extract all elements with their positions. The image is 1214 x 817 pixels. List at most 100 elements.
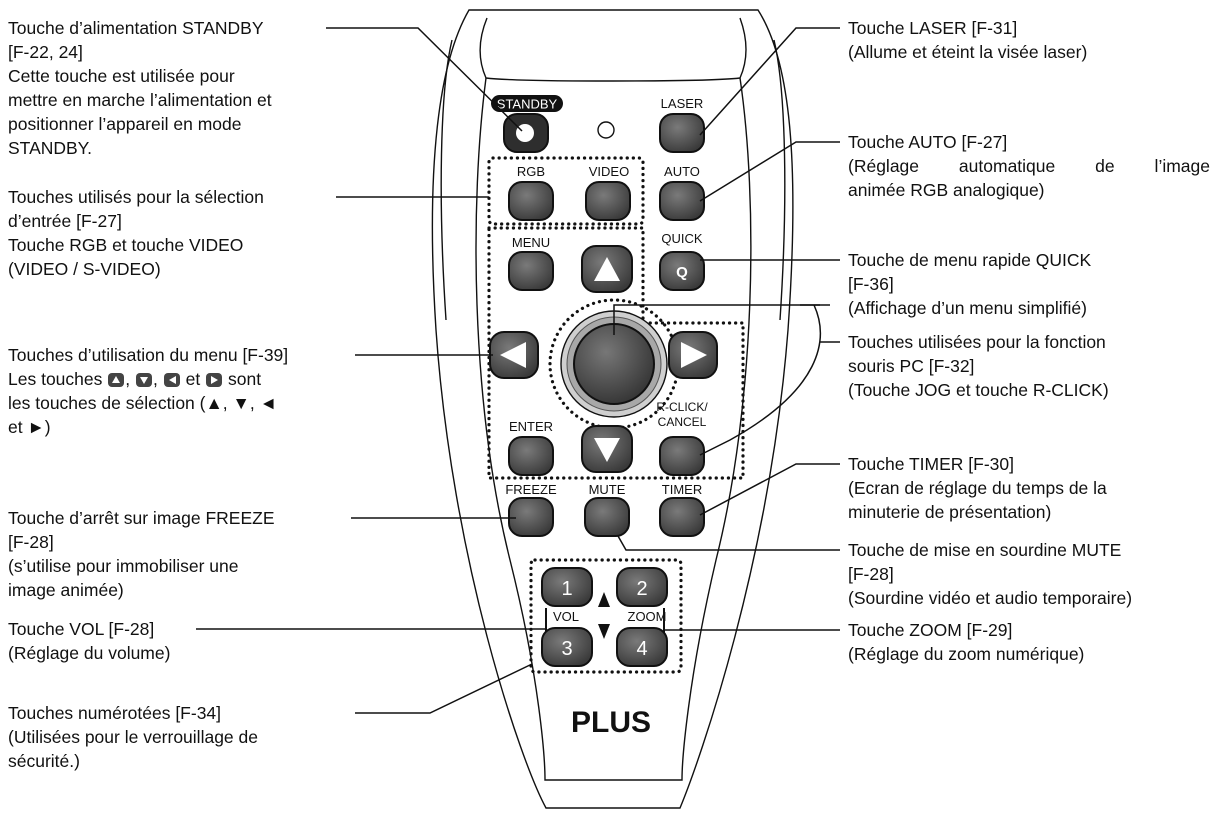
menu-label: MENU xyxy=(512,235,550,250)
rgb-label: RGB xyxy=(517,164,545,179)
callout-menu-text: et xyxy=(185,369,201,389)
rclick-label-2: CANCEL xyxy=(658,415,707,429)
right-key-icon xyxy=(206,373,223,387)
quick-label: QUICK xyxy=(661,231,703,246)
menu-button[interactable] xyxy=(508,251,554,291)
callout-auto-line: Touche AUTO [F-27] xyxy=(848,132,1008,152)
vol-down-arrow-icon xyxy=(598,624,610,639)
callout-vol-line: Touche VOL [F-28] xyxy=(8,619,155,639)
callout-menu-line: Les touches , , et sont xyxy=(8,367,333,391)
standby-label: STANDBY xyxy=(497,97,558,112)
remote-body xyxy=(431,9,794,809)
callout-numbers: Touches numérotées [F-34] (Utilisées pou… xyxy=(8,701,333,773)
callout-input: Touches utilisés pour la sélection d’ent… xyxy=(8,185,333,281)
leader-mouse-curve xyxy=(699,304,821,456)
num3-button[interactable] xyxy=(541,627,593,667)
num4-label: 4 xyxy=(636,638,647,660)
brand-logo-text: PLUS xyxy=(571,706,651,739)
indicator-led xyxy=(597,121,615,139)
video-label: VIDEO xyxy=(589,164,629,179)
callout-timer: Touche TIMER [F-30] (Ecran de réglage du… xyxy=(848,452,1210,524)
quick-button[interactable] xyxy=(659,251,705,291)
mute-button[interactable] xyxy=(584,497,630,537)
leader-standby xyxy=(326,27,523,132)
callout-auto: Touche AUTO [F-27] (Réglage automatique … xyxy=(848,130,1210,202)
remote-buttons: STANDBY LASER RGB VIDEO AUTO MENU QUICK … xyxy=(489,95,718,739)
callout-numbers-line: (Utilisées pour le verrouillage de xyxy=(8,727,258,747)
num1-label: 1 xyxy=(561,578,572,600)
callout-timer-line: minuterie de présentation) xyxy=(848,502,1052,522)
callout-standby-line: mettre en marche l’alimentation et xyxy=(8,90,272,110)
leader-laser xyxy=(699,27,840,136)
left-arrow-icon xyxy=(500,342,526,368)
timer-label: TIMER xyxy=(662,482,702,497)
callout-auto-line: animée RGB analogique) xyxy=(848,180,1045,200)
callout-mute-line: Touche de mise en sourdine MUTE xyxy=(848,540,1122,560)
video-button[interactable] xyxy=(585,181,631,221)
callout-freeze-line: Touche d’arrêt sur image FREEZE xyxy=(8,508,275,528)
leader-numbers xyxy=(355,663,533,714)
auto-button[interactable] xyxy=(659,181,705,221)
auto-label: AUTO xyxy=(664,164,700,179)
callout-quick-line: (Affichage d’un menu simplifié) xyxy=(848,298,1087,318)
rclick-button[interactable] xyxy=(659,436,705,476)
leader-lines xyxy=(196,27,840,714)
callout-quick-line: [F-36] xyxy=(848,274,894,294)
rclick-label-1: R-CLICK/ xyxy=(656,400,708,414)
callout-mouse: Touches utilisées pour la fonction souri… xyxy=(848,330,1210,402)
callout-numbers-line: Touches numérotées [F-34] xyxy=(8,703,222,723)
callout-zoom-line: (Réglage du zoom numérique) xyxy=(848,644,1085,664)
callout-timer-line: Touche TIMER [F-30] xyxy=(848,454,1014,474)
down-key-icon xyxy=(136,373,152,387)
callout-mute-line: [F-28] xyxy=(848,564,894,584)
zoom-label: ZOOM xyxy=(628,609,667,624)
enter-button[interactable] xyxy=(508,436,554,476)
callout-zoom-line: Touche ZOOM [F-29] xyxy=(848,620,1013,640)
leader-timer xyxy=(699,463,840,516)
up-key-icon xyxy=(108,373,125,387)
callout-auto-line: (Réglage automatique de l’image xyxy=(848,156,1210,176)
jog-button[interactable] xyxy=(573,323,655,405)
callout-input-line: d’entrée [F-27] xyxy=(8,211,122,231)
callout-laser-line: Touche LASER [F-31] xyxy=(848,18,1018,38)
freeze-button[interactable] xyxy=(508,497,554,537)
leader-mute xyxy=(617,535,840,551)
laser-button[interactable] xyxy=(659,113,705,153)
rgb-button[interactable] xyxy=(508,181,554,221)
callout-menu-line: les touches de sélection (▲, ▼, ◄ xyxy=(8,393,277,413)
callout-timer-line: (Ecran de réglage du temps de la xyxy=(848,478,1107,498)
callout-input-line: Touche RGB et touche VIDEO xyxy=(8,235,244,255)
num4-button[interactable] xyxy=(616,627,668,667)
callout-mouse-line: souris PC [F-32] xyxy=(848,356,975,376)
quick-q-icon: Q xyxy=(676,264,688,281)
right-arrow-icon xyxy=(681,342,707,368)
callout-standby: Touche d’alimentation STANDBY [F-22, 24]… xyxy=(8,16,333,160)
timer-button[interactable] xyxy=(659,497,705,537)
callout-standby-line: STANDBY. xyxy=(8,138,92,158)
mute-label: MUTE xyxy=(589,482,626,497)
callout-menu-line: et ►) xyxy=(8,417,51,437)
callout-menu-line: Touches d’utilisation du menu [F-39] xyxy=(8,345,289,365)
left-key-icon xyxy=(163,373,180,387)
vol-label: VOL xyxy=(553,609,579,624)
callout-menu-text: Les touches xyxy=(8,369,103,389)
callout-input-line: (VIDEO / S-VIDEO) xyxy=(8,259,161,279)
num1-button[interactable] xyxy=(541,567,593,607)
callout-freeze: Touche d’arrêt sur image FREEZE [F-28] (… xyxy=(8,506,333,602)
callout-standby-line: positionner l’appareil en mode xyxy=(8,114,242,134)
num2-label: 2 xyxy=(636,578,647,600)
leader-auto xyxy=(699,141,840,202)
callout-menu-text: sont xyxy=(227,369,262,389)
standby-label-pill xyxy=(491,95,563,112)
up-arrow-icon xyxy=(594,257,620,281)
callout-quick: Touche de menu rapide QUICK [F-36] (Affi… xyxy=(848,248,1210,320)
callout-mouse-line: (Touche JOG et touche R-CLICK) xyxy=(848,380,1109,400)
callout-standby-line: Cette touche est utilisée pour xyxy=(8,66,235,86)
enter-label: ENTER xyxy=(509,419,553,434)
num2-button[interactable] xyxy=(616,567,668,607)
callout-input-line: Touches utilisés pour la sélection xyxy=(8,187,264,207)
callout-vol-line: (Réglage du volume) xyxy=(8,643,171,663)
callout-vol: Touche VOL [F-28] (Réglage du volume) xyxy=(8,617,333,665)
callout-standby-line: Touche d’alimentation STANDBY xyxy=(8,18,264,38)
